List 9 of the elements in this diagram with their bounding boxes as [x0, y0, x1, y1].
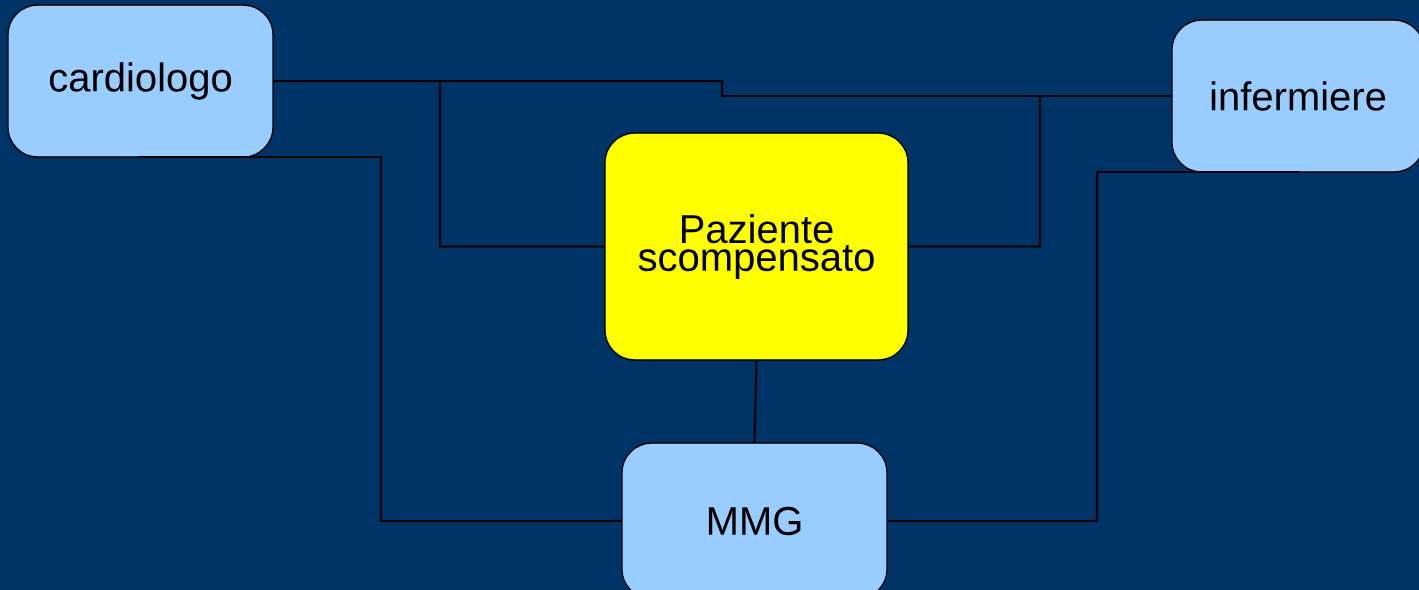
role-box: infermiere	[1171, 19, 1419, 173]
connector-line	[273, 79, 605, 248]
connector-line	[887, 170, 1300, 523]
connector-line	[753, 360, 758, 443]
role-box: cardiologo	[7, 4, 274, 158]
connector-line	[139, 155, 622, 523]
role-box: MMG	[621, 442, 888, 590]
connector-line	[908, 94, 1172, 248]
role-box: Paziente scompensato	[604, 132, 909, 361]
